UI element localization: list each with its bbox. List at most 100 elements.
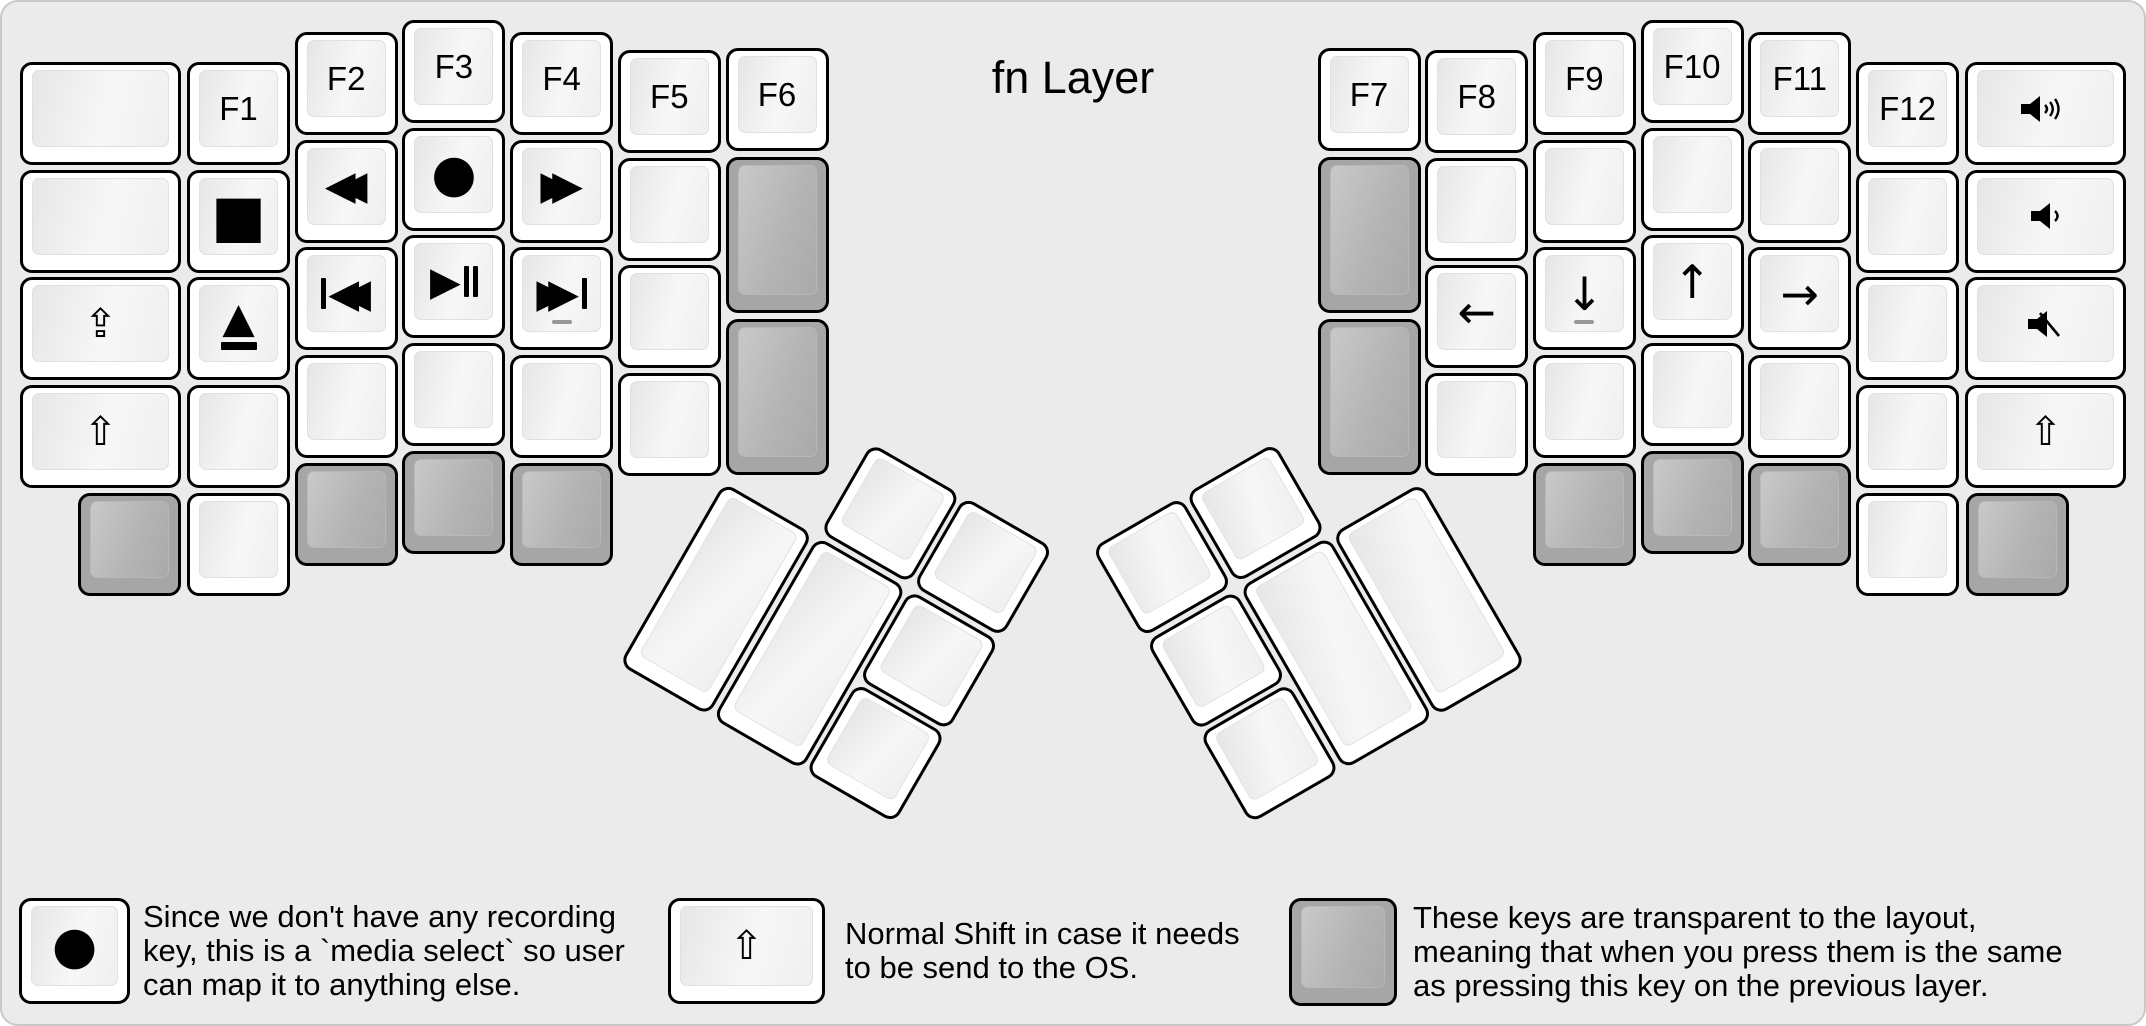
keycap-face: F5 (629, 58, 709, 135)
keycap-face (522, 470, 602, 548)
key-blank[interactable] (20, 169, 181, 273)
key-f9[interactable]: F9 (1532, 32, 1636, 135)
key-f7[interactable]: F7 (1317, 48, 1421, 151)
legend-line: can map it to anything else. (143, 967, 521, 1002)
key-blank[interactable] (20, 62, 181, 165)
key-eject[interactable]: ▲ (187, 277, 290, 381)
keycap-face (1977, 177, 2114, 255)
key-record[interactable]: ● (402, 127, 506, 231)
key-blank[interactable] (617, 373, 721, 477)
right-arrow-icon: → (1780, 266, 1820, 321)
key-caps-lock[interactable]: ⇪ (20, 277, 181, 381)
shift-icon: ⇧ (2028, 408, 2063, 455)
key-blank[interactable] (187, 385, 290, 489)
key-f6[interactable]: F6 (725, 48, 829, 151)
key-right-arrow[interactable]: → (1748, 247, 1852, 351)
keycap-face (932, 509, 1040, 616)
key-blank[interactable] (1856, 385, 1959, 489)
record-key-sample: ● (19, 898, 130, 1004)
keycap-face: ■ (199, 177, 278, 255)
key-transparent[interactable] (1317, 157, 1421, 313)
rewind-icon: ◀◀ (325, 166, 368, 206)
key-label: F10 (1663, 47, 1721, 85)
key-mute[interactable] (1965, 277, 2126, 381)
keycap-face: ▲ (199, 285, 278, 363)
keycap-face: ▶▶ (522, 255, 602, 333)
eject-icon: ▲ (220, 297, 257, 351)
key-prev-track[interactable]: ◀◀ (294, 247, 398, 351)
key-blank[interactable] (1425, 157, 1529, 261)
keycap-face: ↑ (1652, 243, 1732, 321)
key-transparent[interactable] (725, 318, 829, 475)
key-blank[interactable] (1748, 355, 1852, 459)
pause-bar (463, 266, 469, 298)
keycap-face: ● (414, 135, 494, 213)
keycap-face (522, 363, 602, 441)
triangle-glyph: ▶ (552, 163, 583, 210)
key-volume-up[interactable] (1965, 62, 2126, 165)
key-fast-forward[interactable]: ▶▶ (510, 139, 614, 243)
key-stop[interactable]: ■ (187, 169, 290, 273)
key-transparent[interactable] (294, 462, 398, 566)
keycap-face (1437, 381, 1517, 459)
key-blank[interactable] (1748, 139, 1852, 243)
homing-mark (551, 320, 572, 325)
keycap-face (1160, 602, 1268, 710)
key-blank[interactable] (1640, 343, 1744, 447)
legend-text-transparent: These keys are transparent to the layout… (1413, 901, 2063, 1003)
keycap-face (414, 351, 494, 429)
key-blank[interactable] (1856, 492, 1959, 596)
key-f5[interactable]: F5 (617, 50, 721, 153)
key-f4[interactable]: F4 (510, 32, 614, 135)
play-pause-icon: ▶ (430, 262, 478, 302)
keycap-face (306, 363, 386, 441)
key-transparent[interactable] (1748, 462, 1852, 566)
key-transparent[interactable] (402, 450, 506, 554)
key-blank[interactable] (1856, 169, 1959, 273)
key-blank[interactable] (402, 343, 506, 447)
key-f10[interactable]: F10 (1640, 20, 1744, 123)
key-down-arrow[interactable]: ↓ (1532, 247, 1636, 351)
keycap-face: → (1760, 255, 1840, 333)
key-label: F5 (650, 77, 689, 115)
key-blank[interactable] (1532, 355, 1636, 459)
key-transparent[interactable] (1532, 462, 1636, 566)
key-transparent[interactable] (1640, 450, 1744, 554)
key-label: F1 (219, 89, 258, 127)
key-shift-left[interactable]: ⇧ (20, 385, 181, 489)
keycap-face (1978, 500, 2057, 578)
key-f1[interactable]: F1 (187, 62, 290, 165)
legend-item-record: ● Since we don't have any recording key,… (19, 898, 625, 1004)
key-play-pause[interactable]: ▶ (402, 235, 506, 339)
key-transparent[interactable] (1317, 318, 1421, 475)
key-blank[interactable] (1532, 139, 1636, 243)
keycap-face (32, 177, 169, 255)
key-blank[interactable] (1856, 277, 1959, 381)
key-f3[interactable]: F3 (402, 20, 506, 123)
key-shift-right[interactable]: ⇧ (1965, 385, 2126, 489)
key-blank[interactable] (187, 492, 290, 596)
key-f8[interactable]: F8 (1425, 50, 1529, 153)
key-transparent[interactable] (1966, 492, 2069, 596)
key-transparent[interactable] (510, 462, 614, 566)
key-blank[interactable] (1425, 373, 1529, 477)
key-f11[interactable]: F11 (1748, 32, 1852, 135)
key-volume-down[interactable] (1965, 169, 2126, 273)
key-blank[interactable] (510, 355, 614, 459)
legend-item-shift: ⇧ Normal Shift in case it needs to be se… (668, 898, 1240, 1004)
key-transparent[interactable] (78, 492, 181, 596)
legend-line: Normal Shift in case it needs (845, 916, 1240, 951)
key-blank[interactable] (617, 265, 721, 369)
key-blank[interactable] (1640, 127, 1744, 231)
key-next-track[interactable]: ▶▶ (510, 247, 614, 351)
key-blank[interactable] (617, 157, 721, 261)
key-rewind[interactable]: ◀◀ (294, 139, 398, 243)
key-left-arrow[interactable]: ← (1425, 265, 1529, 369)
key-blank[interactable] (294, 355, 398, 459)
key-label: F11 (1772, 59, 1827, 97)
key-f12[interactable]: F12 (1856, 62, 1959, 165)
keycap-face (1977, 70, 2114, 147)
key-transparent[interactable] (725, 157, 829, 313)
key-up-arrow[interactable]: ↑ (1640, 235, 1744, 339)
key-f2[interactable]: F2 (294, 32, 398, 135)
